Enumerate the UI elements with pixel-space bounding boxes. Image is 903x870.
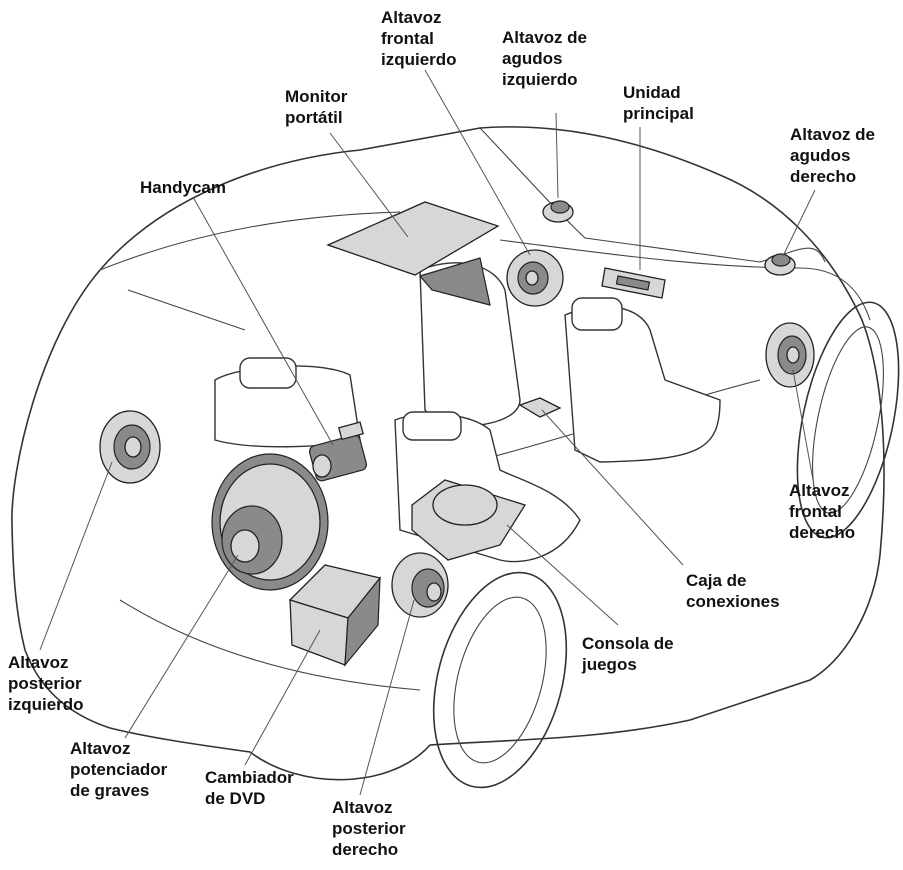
rear-left-speaker-graphic — [100, 411, 160, 483]
right-tweeter-graphic — [765, 254, 795, 275]
label-front-left-speaker: Altavoz frontal izquierdo — [381, 7, 457, 70]
windshield-line — [480, 128, 825, 262]
front-left-speaker-graphic — [507, 250, 563, 306]
label-rear-left-speaker: Altavoz posterior izquierdo — [8, 652, 84, 715]
leader-rear-left-speaker — [40, 462, 112, 650]
label-right-tweeter: Altavoz de agudos derecho — [790, 124, 875, 187]
label-rear-right-speaker: Altavoz posterior derecho — [332, 797, 406, 860]
front-right-headrest — [572, 298, 622, 330]
label-portable-monitor: Monitor portátil — [285, 86, 347, 128]
label-junction-box: Caja de conexiones — [686, 570, 780, 612]
label-dvd-changer: Cambiador de DVD — [205, 767, 294, 809]
leader-dvd-changer — [245, 630, 320, 765]
rear-wheel-inner — [437, 587, 562, 773]
head-unit-graphic — [602, 268, 665, 298]
label-left-tweeter: Altavoz de agudos izquierdo — [502, 27, 587, 90]
rear-right-headrest — [403, 412, 461, 440]
label-front-right-speaker: Altavoz frontal derecho — [789, 480, 855, 543]
left-tweeter-graphic — [543, 201, 573, 222]
leader-left-tweeter — [556, 113, 558, 198]
front-right-speaker-graphic — [766, 323, 814, 387]
leader-subwoofer — [125, 555, 238, 738]
label-handycam: Handycam — [140, 177, 226, 198]
label-subwoofer: Altavoz potenciador de graves — [70, 738, 167, 801]
label-game-console: Consola de juegos — [582, 633, 674, 675]
junction-box-graphic — [520, 398, 560, 417]
dvd-changer-graphic — [290, 565, 380, 665]
rear-left-headrest — [240, 358, 296, 388]
rear-right-speaker-graphic — [392, 553, 448, 617]
leader-right-tweeter — [783, 190, 815, 256]
label-head-unit: Unidad principal — [623, 82, 694, 124]
window-line — [128, 290, 245, 330]
